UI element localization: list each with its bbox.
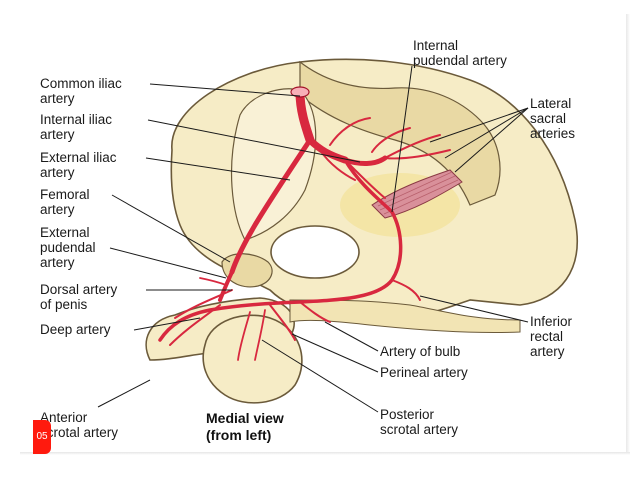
perineal-branch <box>269 304 296 341</box>
scrotum <box>202 314 303 404</box>
label-external-iliac-artery: External iliac artery <box>40 150 117 180</box>
lateral-sacral-branches <box>371 127 451 160</box>
femoral-artery-vessel <box>218 270 234 302</box>
slide-frame-edge <box>626 14 630 454</box>
piriformis-muscle <box>371 169 463 219</box>
leader-perineal <box>291 333 379 373</box>
leader-internal-iliac <box>147 119 361 163</box>
ilium-shape <box>230 88 317 241</box>
leader-common-iliac <box>149 83 301 97</box>
leader-femoral <box>111 194 231 263</box>
obturator-foramen <box>270 225 360 279</box>
label-inferior-rectal-artery: Inferior rectal artery <box>530 314 573 359</box>
leader-deep <box>133 317 201 331</box>
label-deep-artery: Deep artery <box>40 322 111 337</box>
sacrum-shape <box>299 60 501 206</box>
label-dorsal-artery-of-penis: Dorsal artery of penis <box>40 282 118 312</box>
label-internal-iliac-artery: Internal iliac artery <box>40 112 113 142</box>
leader-posterior-scrotal <box>261 339 379 413</box>
label-artery-of-bulb: Artery of bulb <box>380 344 461 359</box>
scrotal-branches <box>237 309 266 361</box>
leader-artery-of-bulb <box>324 321 379 352</box>
leader-lines <box>97 65 529 413</box>
dorsal-artery-branch <box>174 289 233 319</box>
leader-external-iliac <box>145 157 291 181</box>
leader-lateral-sacral-3 <box>454 107 529 173</box>
label-internal-pudendal-artery: Internal pudendal artery <box>413 38 507 68</box>
label-common-iliac-artery: Common iliac artery <box>40 76 122 106</box>
leader-lateral-sacral-1 <box>429 107 529 143</box>
external-iliac-artery-vessel <box>229 137 313 275</box>
artery-network <box>158 86 451 361</box>
external-pudendal-branch <box>199 277 227 286</box>
label-anterior-scrotal-artery: Anterior scrotal artery <box>40 410 119 440</box>
gluteal-branches <box>319 117 386 199</box>
deep-artery-branch <box>169 304 221 346</box>
slide-frame-bottom <box>20 452 630 455</box>
perineum-area <box>289 299 521 334</box>
leader-external-pudendal <box>109 247 227 279</box>
internal-pudendal-vessel <box>158 158 403 342</box>
label-external-pudendal-artery: External pudendal artery <box>40 225 96 270</box>
label-lateral-sacral-arteries: Lateral sacral arteries <box>530 96 576 141</box>
leader-anterior-scrotal <box>97 379 151 408</box>
label-posterior-scrotal-artery: Posterior scrotal artery <box>380 407 459 437</box>
leader-inferior-rectal <box>419 295 529 323</box>
muscle-fibers <box>377 171 459 215</box>
page-number-badge: 05 <box>33 420 51 454</box>
leader-internal-pudendal <box>391 65 413 213</box>
leader-lateral-sacral-2 <box>444 107 529 159</box>
label-femoral-artery: Femoral artery <box>40 187 90 217</box>
internal-iliac-artery-vessel <box>342 155 388 166</box>
bulb-branch <box>299 301 331 323</box>
inferior-rectal-branch <box>391 279 421 301</box>
figure-caption: Medial view (from left) <box>206 410 284 443</box>
label-perineal-artery: Perineal artery <box>380 365 468 380</box>
